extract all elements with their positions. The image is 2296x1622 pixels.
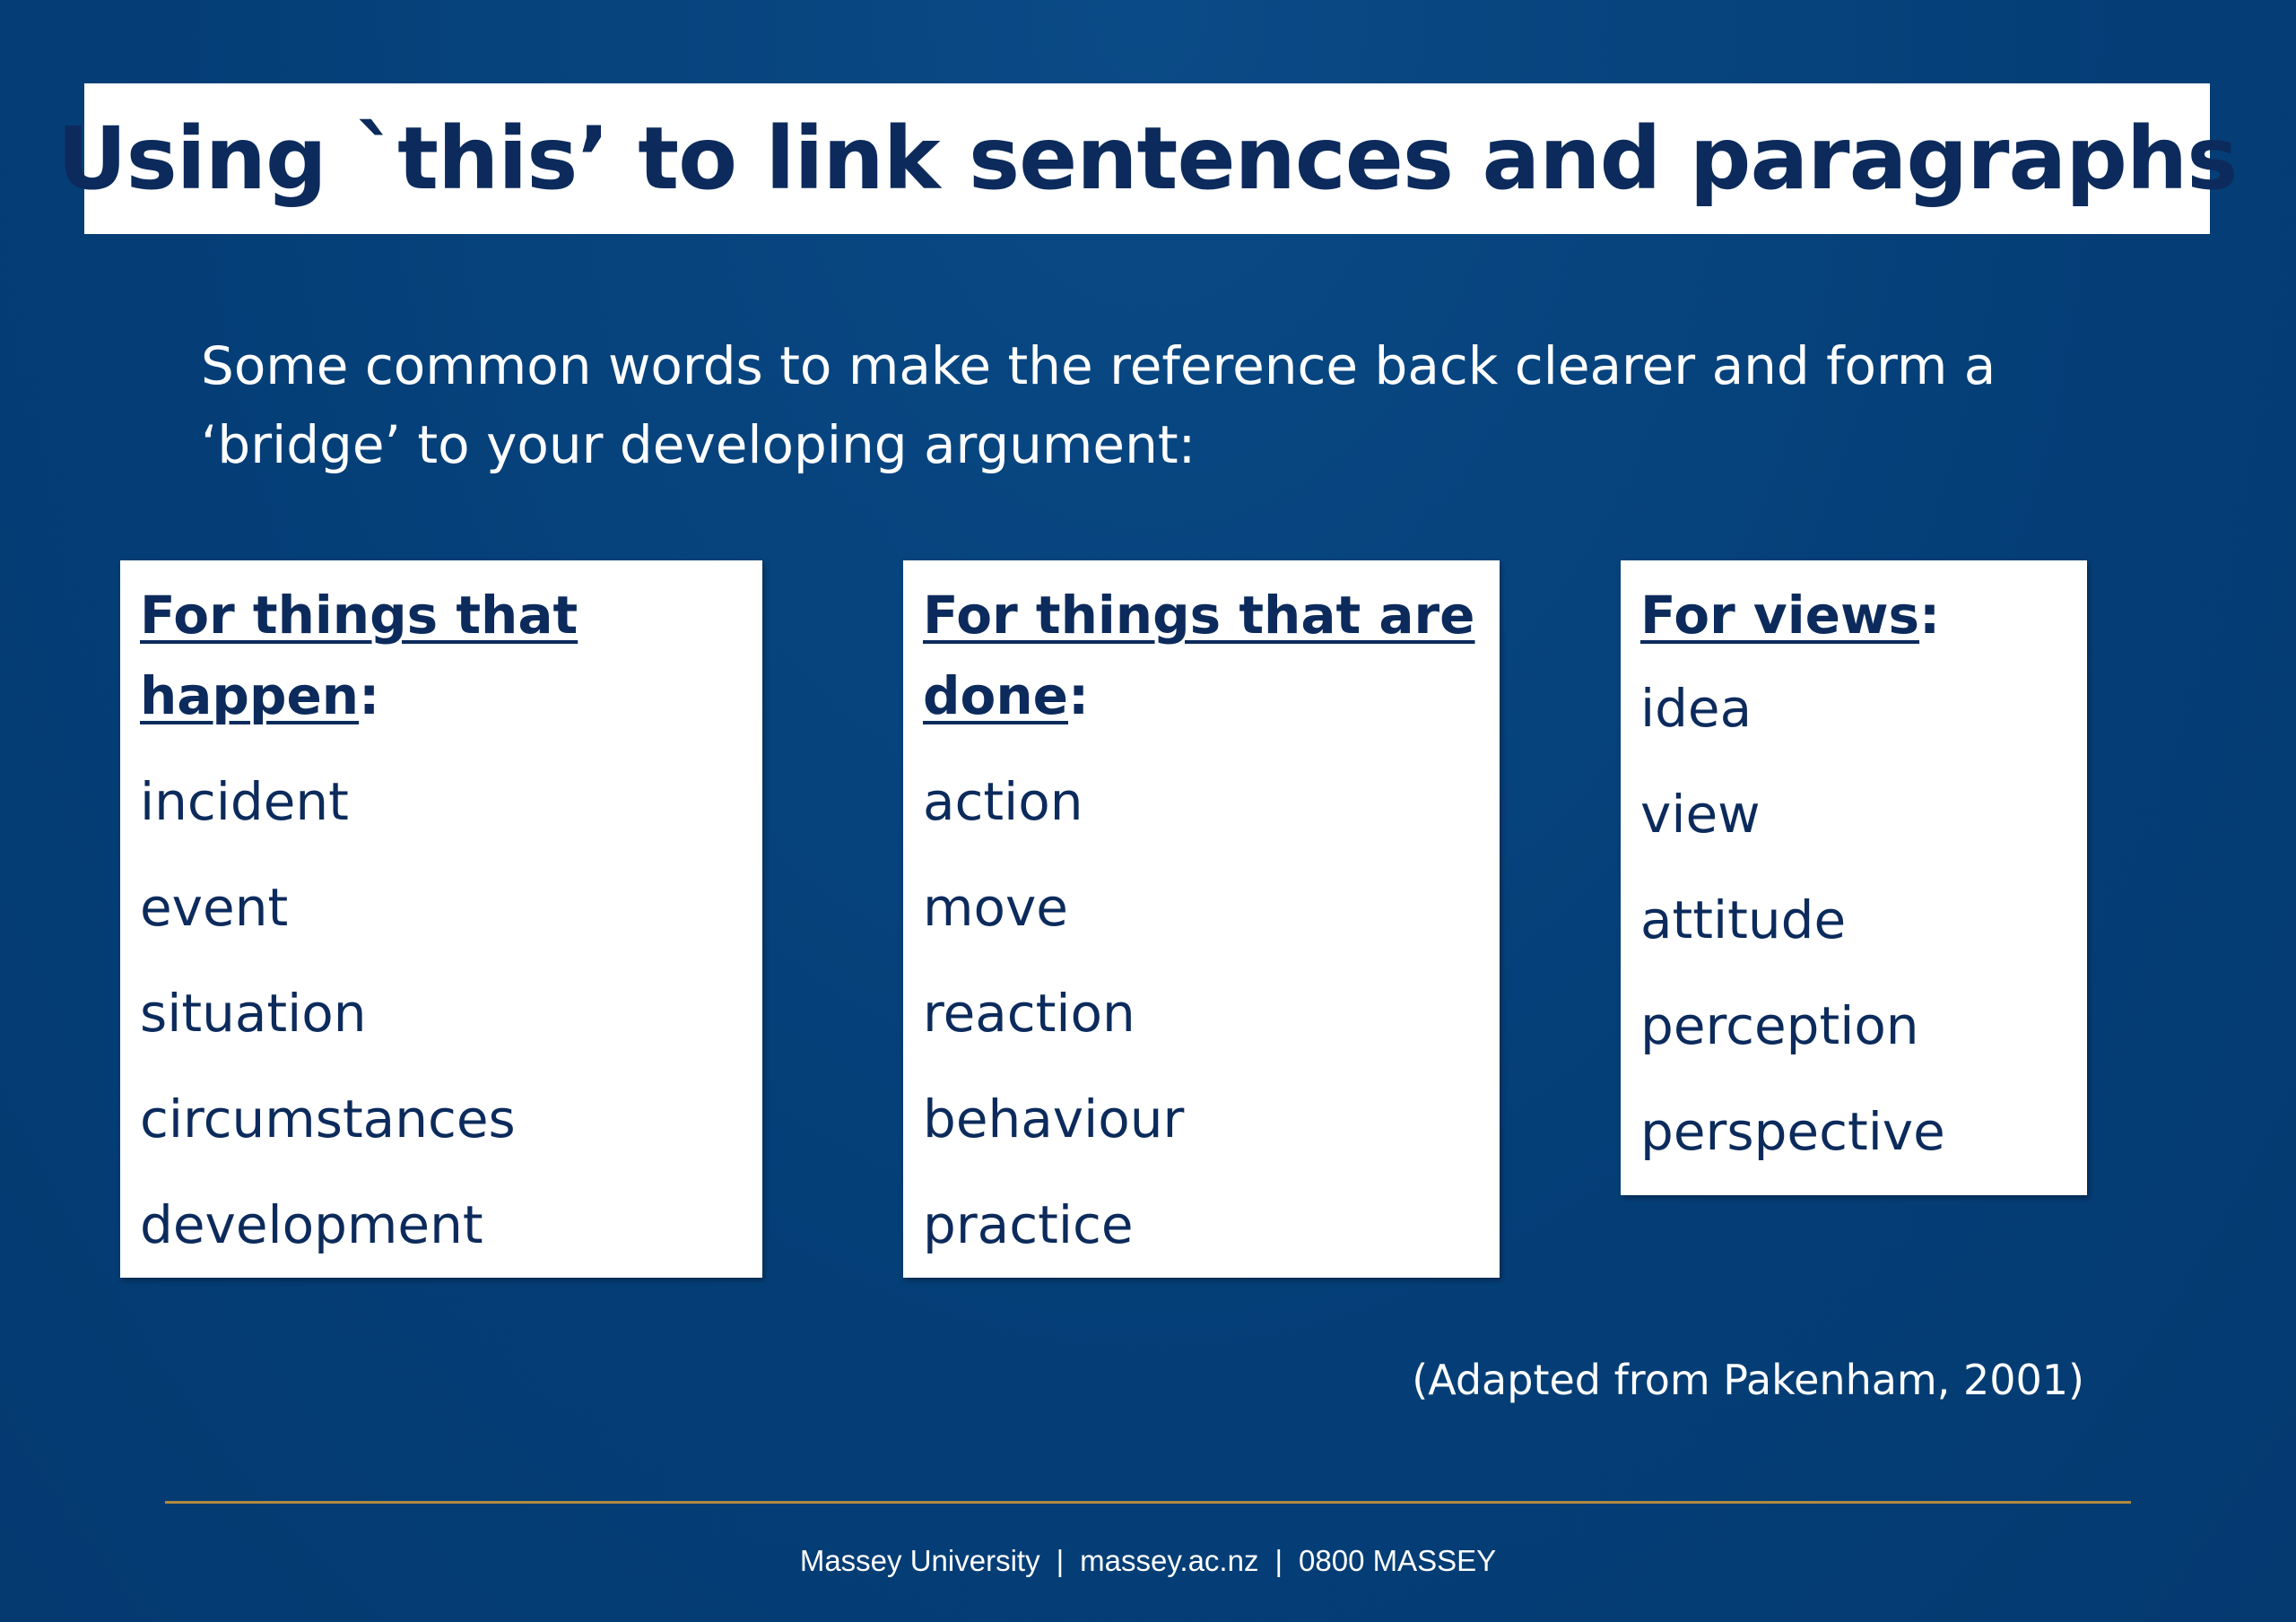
card-heading: For things that are done:: [923, 575, 1480, 736]
intro-line-1: Some common words to make the reference …: [201, 335, 1996, 396]
list-item: action: [923, 771, 1083, 832]
list-item: move: [923, 877, 1068, 938]
slide-title: Using `this’ to link sentences and parag…: [57, 108, 2239, 209]
word-list: idea view attitude perception perspectiv…: [1640, 655, 2067, 1184]
footer-org: Massey University: [799, 1544, 1040, 1577]
card-heading-line-2: happen: [140, 665, 360, 726]
word-list: incident event situation circumstances d…: [140, 749, 743, 1278]
card-heading-line-2: done: [923, 665, 1068, 726]
list-item: development: [140, 1194, 483, 1255]
card-heading-colon: :: [359, 665, 380, 726]
footer-website: massey.ac.nz: [1080, 1544, 1259, 1577]
card-things-that-are-done: For things that are done: action move re…: [903, 560, 1500, 1278]
footer-separator: |: [1274, 1544, 1283, 1577]
list-item: situation: [140, 983, 367, 1044]
card-heading-line-1: For things that are: [923, 585, 1475, 646]
list-item: idea: [1640, 678, 1752, 739]
list-item: reaction: [923, 983, 1135, 1044]
card-heading-colon: :: [1919, 585, 1941, 646]
word-list: action move reaction behaviour practice: [923, 749, 1480, 1278]
card-heading-line-1: For things that: [140, 585, 578, 646]
list-item: incident: [140, 771, 349, 832]
list-item: circumstances: [140, 1089, 516, 1149]
card-heading-line-1: For views: [1640, 585, 1920, 646]
list-item: behaviour: [923, 1089, 1185, 1149]
footer-separator: |: [1056, 1544, 1065, 1577]
card-things-that-happen: For things that happen: incident event s…: [120, 560, 762, 1278]
list-item: perception: [1640, 995, 1919, 1056]
card-heading-colon: :: [1068, 665, 1090, 726]
card-heading: For things that happen:: [140, 575, 743, 736]
title-bar: Using `this’ to link sentences and parag…: [57, 83, 2238, 234]
card-views: For views: idea view attitude perception…: [1621, 560, 2087, 1195]
list-item: perspective: [1640, 1101, 1945, 1162]
list-item: practice: [923, 1194, 1134, 1255]
footer-phone: 0800 MASSEY: [1299, 1544, 1497, 1577]
footer: Massey University | massey.ac.nz | 0800 MASS…: [0, 1544, 2296, 1578]
card-heading: For views:: [1640, 575, 2067, 655]
list-item: view: [1640, 784, 1761, 845]
intro-line-2: ‘bridge’ to your developing argument:: [201, 414, 1196, 475]
footer-divider: [165, 1501, 2131, 1504]
intro-text: Some common words to make the reference …: [201, 326, 2120, 484]
citation: (Adapted from Pakenham, 2001): [1412, 1356, 2084, 1404]
list-item: attitude: [1640, 889, 1847, 950]
list-item: event: [140, 877, 289, 938]
